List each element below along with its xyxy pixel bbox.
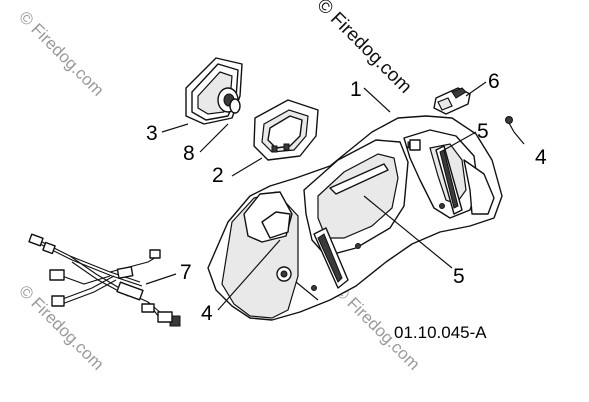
watermark-text: © Firedog.com xyxy=(15,281,107,373)
switch-part xyxy=(433,87,471,115)
callout-4-right: 4 xyxy=(535,146,547,169)
headlight-bezel-part xyxy=(253,99,319,161)
callout-8: 8 xyxy=(183,142,195,165)
watermark-top-left: © Firedog.com xyxy=(15,7,107,99)
watermark-text: © Firedog.com xyxy=(312,0,415,98)
wiring-harness-part xyxy=(28,233,181,327)
watermark-center: © Firedog.com xyxy=(312,0,415,98)
callout-1: 1 xyxy=(350,78,362,101)
callout-3: 3 xyxy=(146,122,158,145)
headlight-bulb-part xyxy=(229,98,241,114)
callout-5-top: 5 xyxy=(477,120,489,143)
screw-part-right xyxy=(505,116,515,133)
callout-6: 6 xyxy=(488,70,500,93)
callout-7: 7 xyxy=(180,261,192,284)
callout-4-left: 4 xyxy=(201,302,213,325)
hood-shroud-part xyxy=(207,115,503,321)
callout-labels: 1 2 3 8 6 5 4 5 7 4 01.10.045-A xyxy=(146,70,547,342)
leader-lines xyxy=(145,81,525,311)
watermark-bottom-left: © Firedog.com xyxy=(15,281,107,373)
callout-2: 2 xyxy=(212,164,224,187)
headlight-housing-part xyxy=(185,57,243,125)
diagram-reference-code: 01.10.045-A xyxy=(394,323,487,342)
callout-5-bottom: 5 xyxy=(453,265,465,288)
watermark-text: © Firedog.com xyxy=(15,7,107,99)
